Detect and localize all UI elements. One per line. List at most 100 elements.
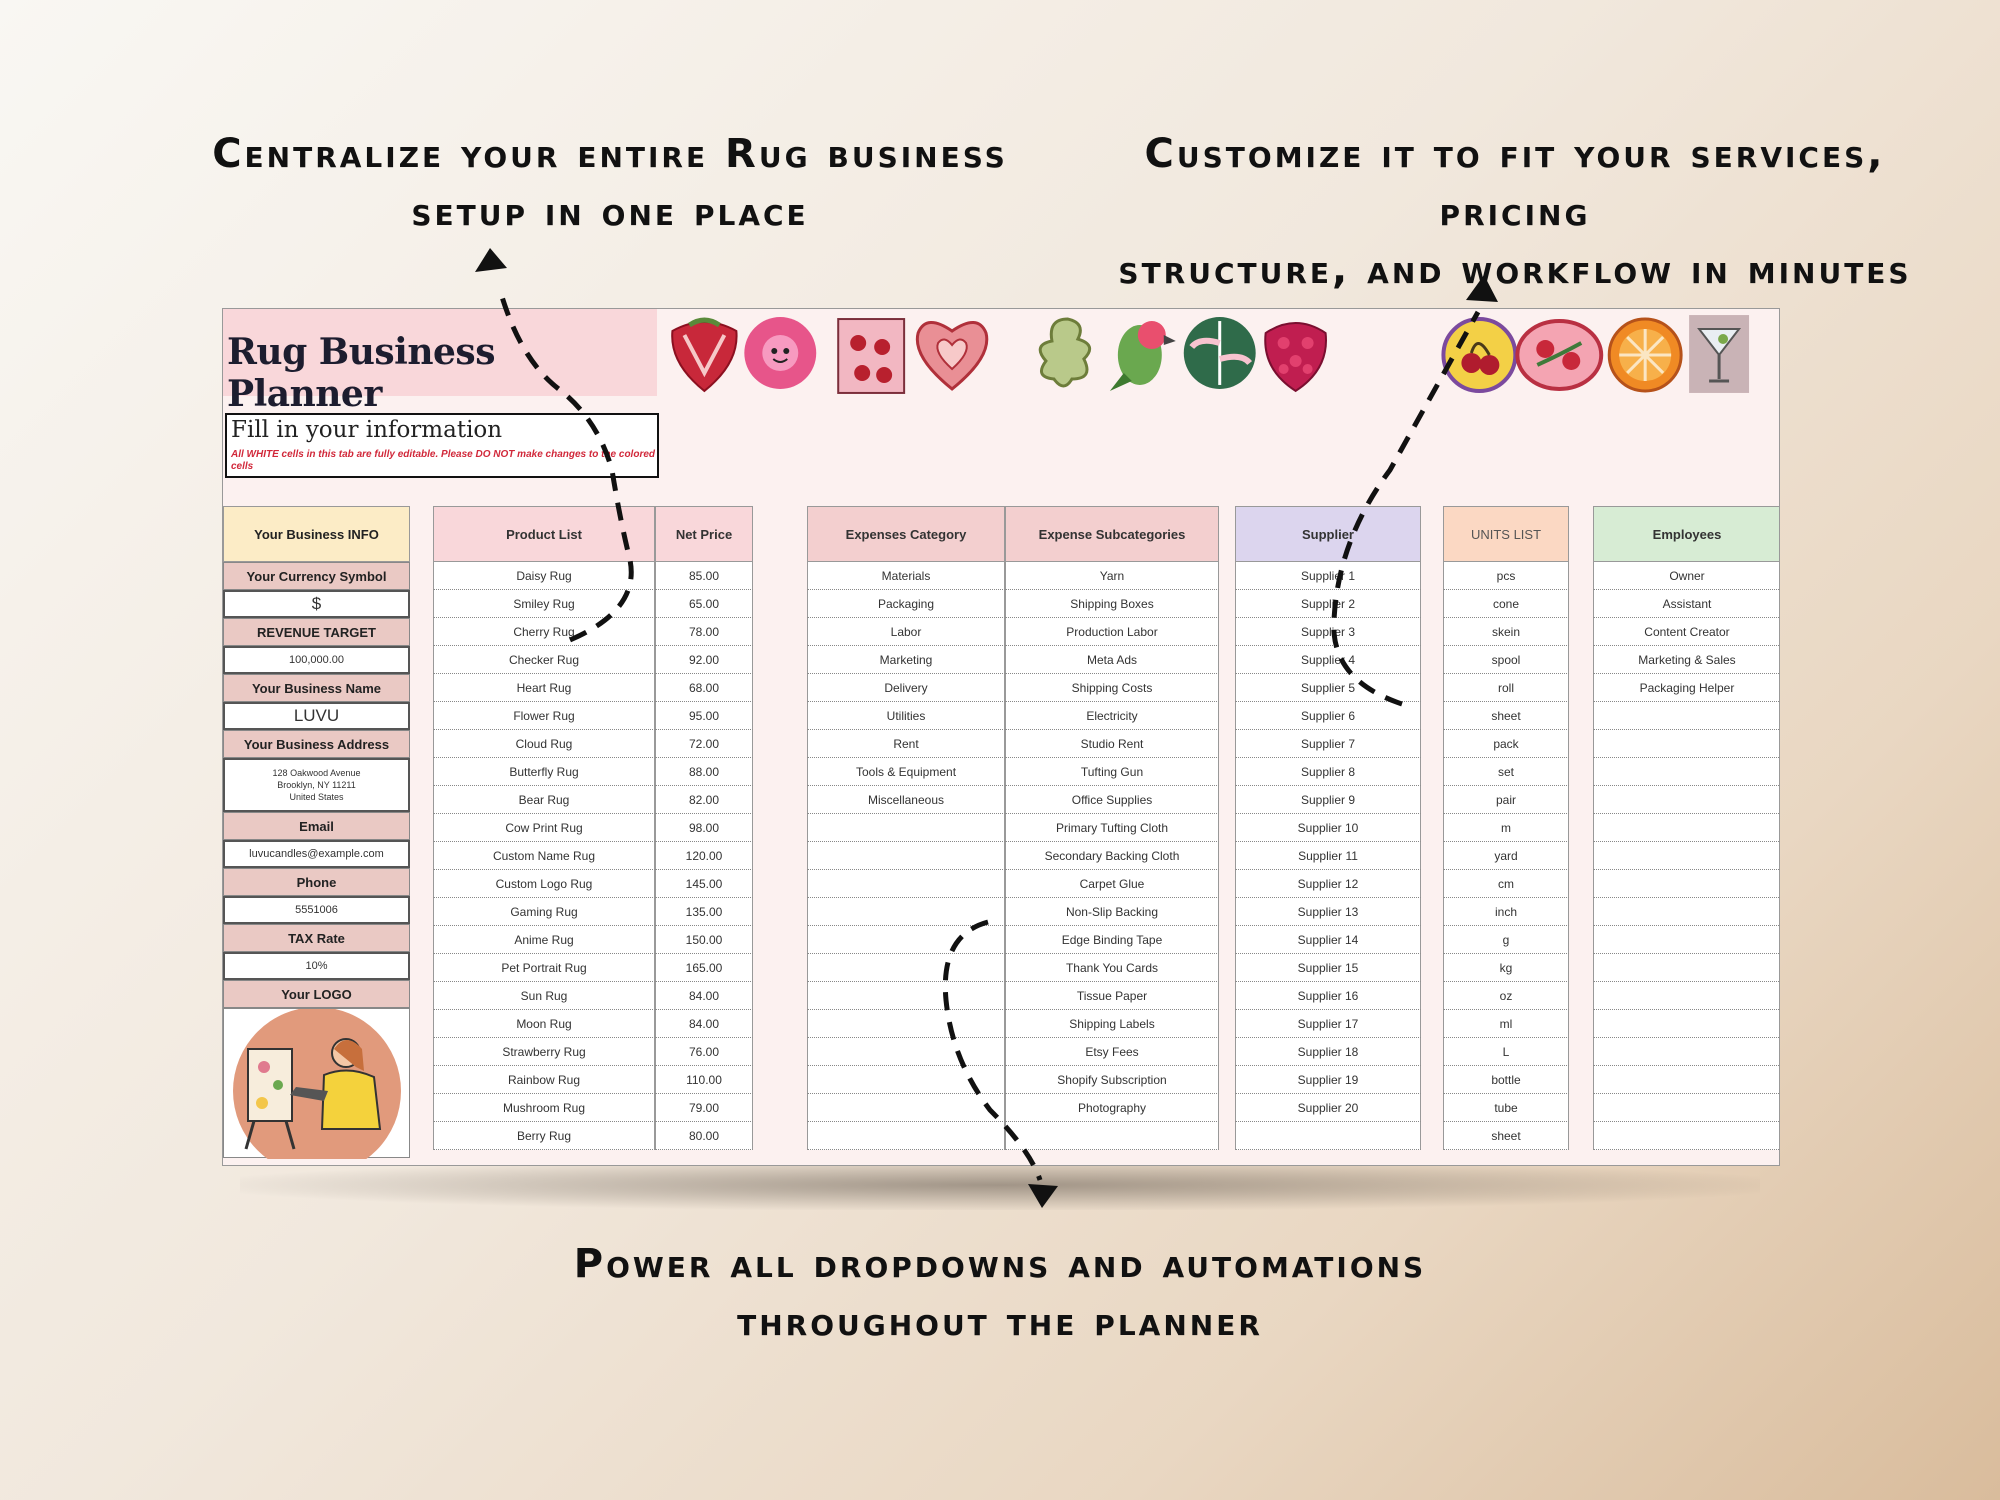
supplier-cell[interactable]: Supplier 12 — [1235, 870, 1421, 898]
supplier-cell[interactable]: Supplier 15 — [1235, 954, 1421, 982]
employee-cell[interactable] — [1593, 814, 1779, 842]
net-price-cell[interactable]: 88.00 — [655, 758, 753, 786]
supplier-cell[interactable]: Supplier 7 — [1235, 730, 1421, 758]
employee-cell[interactable] — [1593, 758, 1779, 786]
product-name-cell[interactable]: Mushroom Rug — [433, 1094, 655, 1122]
product-name-cell[interactable]: Heart Rug — [433, 674, 655, 702]
product-name-cell[interactable]: Cow Print Rug — [433, 814, 655, 842]
employee-cell[interactable] — [1593, 898, 1779, 926]
employee-cell[interactable] — [1593, 954, 1779, 982]
unit-cell[interactable]: L — [1443, 1038, 1569, 1066]
expense-category-cell[interactable] — [807, 1038, 1005, 1066]
expense-subcategory-cell[interactable]: Studio Rent — [1005, 730, 1219, 758]
supplier-cell[interactable]: Supplier 11 — [1235, 842, 1421, 870]
unit-cell[interactable]: tube — [1443, 1094, 1569, 1122]
net-price-cell[interactable]: 72.00 — [655, 730, 753, 758]
net-price-cell[interactable]: 145.00 — [655, 870, 753, 898]
expense-subcategory-cell[interactable]: Shipping Boxes — [1005, 590, 1219, 618]
net-price-cell[interactable]: 150.00 — [655, 926, 753, 954]
net-price-cell[interactable]: 78.00 — [655, 618, 753, 646]
employee-cell[interactable] — [1593, 702, 1779, 730]
expense-subcategory-cell[interactable]: Meta Ads — [1005, 646, 1219, 674]
product-name-cell[interactable]: Butterfly Rug — [433, 758, 655, 786]
product-name-cell[interactable]: Flower Rug — [433, 702, 655, 730]
employee-cell[interactable] — [1593, 870, 1779, 898]
net-price-cell[interactable]: 92.00 — [655, 646, 753, 674]
unit-cell[interactable]: roll — [1443, 674, 1569, 702]
product-name-cell[interactable]: Rainbow Rug — [433, 1066, 655, 1094]
product-name-cell[interactable]: Bear Rug — [433, 786, 655, 814]
phone-field[interactable]: 5551006 — [223, 896, 410, 924]
employee-cell[interactable] — [1593, 1066, 1779, 1094]
revenue-field[interactable]: 100,000.00 — [223, 646, 410, 674]
product-name-cell[interactable]: Checker Rug — [433, 646, 655, 674]
product-name-cell[interactable]: Strawberry Rug — [433, 1038, 655, 1066]
supplier-cell[interactable]: Supplier 6 — [1235, 702, 1421, 730]
expense-category-cell[interactable] — [807, 1122, 1005, 1150]
net-price-cell[interactable]: 85.00 — [655, 562, 753, 590]
product-name-cell[interactable]: Daisy Rug — [433, 562, 655, 590]
expense-subcategory-cell[interactable]: Secondary Backing Cloth — [1005, 842, 1219, 870]
email-field[interactable]: luvucandles@example.com — [223, 840, 410, 868]
product-name-cell[interactable]: Berry Rug — [433, 1122, 655, 1150]
unit-cell[interactable]: skein — [1443, 618, 1569, 646]
expense-subcategory-cell[interactable]: Photography — [1005, 1094, 1219, 1122]
unit-cell[interactable]: ml — [1443, 1010, 1569, 1038]
expense-subcategory-cell[interactable]: Yarn — [1005, 562, 1219, 590]
supplier-cell[interactable]: Supplier 19 — [1235, 1066, 1421, 1094]
product-name-cell[interactable]: Custom Name Rug — [433, 842, 655, 870]
tax-field[interactable]: 10% — [223, 952, 410, 980]
unit-cell[interactable]: yard — [1443, 842, 1569, 870]
product-name-cell[interactable]: Gaming Rug — [433, 898, 655, 926]
unit-cell[interactable]: spool — [1443, 646, 1569, 674]
expense-category-cell[interactable] — [807, 814, 1005, 842]
expense-subcategory-cell[interactable] — [1005, 1122, 1219, 1150]
expense-category-cell[interactable]: Marketing — [807, 646, 1005, 674]
product-name-cell[interactable]: Sun Rug — [433, 982, 655, 1010]
expense-category-cell[interactable]: Utilities — [807, 702, 1005, 730]
unit-cell[interactable]: inch — [1443, 898, 1569, 926]
employee-cell[interactable]: Marketing & Sales — [1593, 646, 1779, 674]
supplier-cell[interactable]: Supplier 16 — [1235, 982, 1421, 1010]
product-name-cell[interactable]: Pet Portrait Rug — [433, 954, 655, 982]
net-price-cell[interactable]: 120.00 — [655, 842, 753, 870]
expense-category-cell[interactable] — [807, 842, 1005, 870]
supplier-cell[interactable]: Supplier 18 — [1235, 1038, 1421, 1066]
expense-category-cell[interactable]: Packaging — [807, 590, 1005, 618]
net-price-cell[interactable]: 79.00 — [655, 1094, 753, 1122]
employee-cell[interactable]: Owner — [1593, 562, 1779, 590]
expense-subcategory-cell[interactable]: Edge Binding Tape — [1005, 926, 1219, 954]
employee-cell[interactable]: Assistant — [1593, 590, 1779, 618]
supplier-cell[interactable]: Supplier 4 — [1235, 646, 1421, 674]
expense-subcategory-cell[interactable]: Shipping Costs — [1005, 674, 1219, 702]
expense-subcategory-cell[interactable]: Office Supplies — [1005, 786, 1219, 814]
employee-cell[interactable]: Content Creator — [1593, 618, 1779, 646]
net-price-cell[interactable]: 65.00 — [655, 590, 753, 618]
unit-cell[interactable]: g — [1443, 926, 1569, 954]
expense-category-cell[interactable]: Miscellaneous — [807, 786, 1005, 814]
product-name-cell[interactable]: Moon Rug — [433, 1010, 655, 1038]
supplier-cell[interactable]: Supplier 3 — [1235, 618, 1421, 646]
employee-cell[interactable] — [1593, 786, 1779, 814]
unit-cell[interactable]: kg — [1443, 954, 1569, 982]
employee-cell[interactable] — [1593, 1038, 1779, 1066]
currency-field[interactable]: $ — [223, 590, 410, 618]
expense-category-cell[interactable]: Tools & Equipment — [807, 758, 1005, 786]
net-price-cell[interactable]: 135.00 — [655, 898, 753, 926]
supplier-cell[interactable]: Supplier 9 — [1235, 786, 1421, 814]
expense-category-cell[interactable]: Labor — [807, 618, 1005, 646]
employee-cell[interactable] — [1593, 1122, 1779, 1150]
expense-subcategory-cell[interactable]: Thank You Cards — [1005, 954, 1219, 982]
product-name-cell[interactable]: Cloud Rug — [433, 730, 655, 758]
employee-cell[interactable] — [1593, 1010, 1779, 1038]
expense-subcategory-cell[interactable]: Non-Slip Backing — [1005, 898, 1219, 926]
supplier-cell[interactable]: Supplier 20 — [1235, 1094, 1421, 1122]
expense-category-cell[interactable] — [807, 1094, 1005, 1122]
product-name-cell[interactable]: Cherry Rug — [433, 618, 655, 646]
product-name-cell[interactable]: Custom Logo Rug — [433, 870, 655, 898]
supplier-cell[interactable]: Supplier 8 — [1235, 758, 1421, 786]
net-price-cell[interactable]: 84.00 — [655, 1010, 753, 1038]
unit-cell[interactable]: sheet — [1443, 1122, 1569, 1150]
unit-cell[interactable]: sheet — [1443, 702, 1569, 730]
employee-cell[interactable] — [1593, 730, 1779, 758]
